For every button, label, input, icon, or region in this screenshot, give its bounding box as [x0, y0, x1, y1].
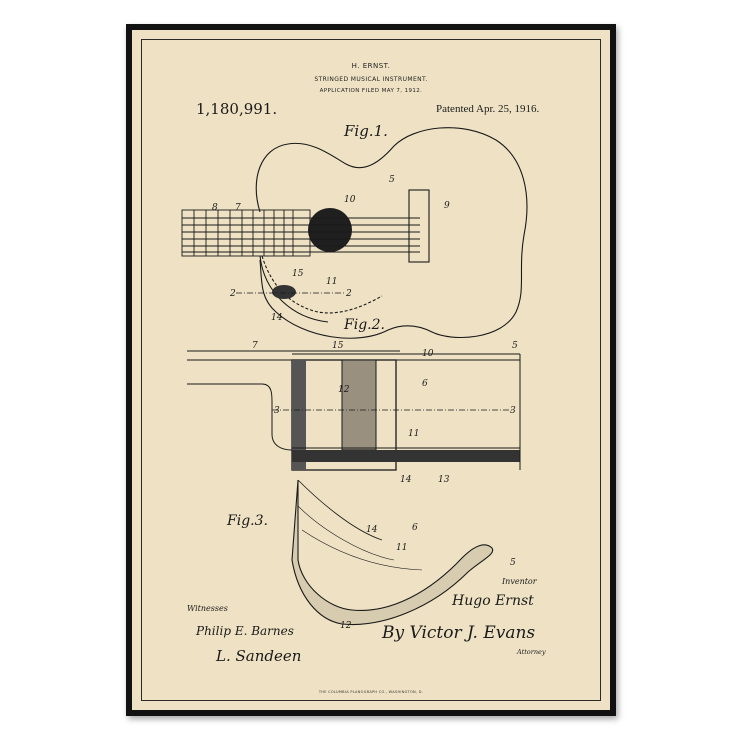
- svg-text:9: 9: [444, 201, 450, 211]
- fig2-refs: 7 15 10 5 6 12 3 3 11 14 13: [252, 341, 518, 485]
- filing-date: APPLICATION FILED MAY 7, 1912.: [319, 88, 423, 94]
- fig2-section: [187, 350, 521, 471]
- fig1-label: Fig.1.: [344, 122, 388, 140]
- fig1-guitar: [255, 127, 528, 339]
- cutaway-edge: [259, 255, 329, 323]
- svg-text:13: 13: [438, 475, 450, 485]
- svg-text:14: 14: [400, 475, 412, 485]
- inventor-label: Inventor: [502, 577, 537, 586]
- pickup-oval: [272, 285, 296, 299]
- fig2-label: Fig.2.: [344, 317, 385, 333]
- bridge: [408, 189, 430, 263]
- printer-credit: THE COLUMBIA PLANOGRAPH CO., WASHINGTON,…: [318, 690, 424, 694]
- svg-text:6: 6: [422, 379, 428, 389]
- witness-signature-1: Philip E. Barnes: [196, 624, 294, 638]
- fig1-refs: 8 7 5 10 9 15 11 2 2 14: [212, 175, 450, 323]
- patent-drawing: 8 7 5 10 9 15 11 2 2 14: [181, 127, 528, 631]
- attorney-label: Attorney: [517, 648, 546, 656]
- patent-date: Patented Apr. 25, 1916.: [436, 103, 540, 115]
- svg-text:5: 5: [389, 175, 395, 185]
- svg-text:11: 11: [396, 543, 407, 553]
- invention-title: STRINGED MUSICAL INSTRUMENT.: [314, 76, 428, 83]
- fig3-refs: 14 6 11 5 12: [340, 523, 516, 631]
- svg-text:6: 6: [412, 523, 418, 533]
- svg-text:11: 11: [326, 277, 337, 287]
- fig3-cutaway: [291, 479, 494, 626]
- svg-text:2: 2: [229, 289, 236, 299]
- inventor-signature: Hugo Ernst: [452, 593, 534, 609]
- svg-text:7: 7: [235, 203, 241, 213]
- svg-text:14: 14: [271, 313, 283, 323]
- patent-number: 1,180,991.: [196, 100, 278, 118]
- svg-text:10: 10: [422, 349, 434, 359]
- fig3-label: Fig.3.: [227, 513, 268, 529]
- svg-text:12: 12: [338, 385, 350, 395]
- soundhole: [308, 208, 352, 252]
- fig1-neck: [181, 209, 420, 257]
- cutaway-inner: [261, 255, 383, 314]
- svg-text:10: 10: [344, 195, 356, 205]
- border-rule: [141, 39, 601, 701]
- svg-text:14: 14: [366, 525, 378, 535]
- svg-text:3: 3: [274, 406, 280, 416]
- svg-text:5: 5: [512, 341, 518, 351]
- svg-text:12: 12: [340, 621, 352, 631]
- fretboard: [181, 209, 311, 257]
- guitar-body-outline: [255, 127, 528, 339]
- svg-text:8: 8: [212, 203, 218, 213]
- svg-text:15: 15: [332, 341, 344, 351]
- svg-text:15: 15: [292, 269, 304, 279]
- poster-frame: H. ERNST. STRINGED MUSICAL INSTRUMENT. A…: [126, 24, 616, 716]
- attorney-signature: By Victor J. Evans: [382, 623, 536, 643]
- patent-sheet: H. ERNST. STRINGED MUSICAL INSTRUMENT. A…: [132, 30, 610, 710]
- svg-text:7: 7: [252, 341, 258, 351]
- svg-text:2: 2: [345, 289, 352, 299]
- svg-text:11: 11: [408, 429, 419, 439]
- inventor-header: H. ERNST.: [351, 62, 391, 70]
- witnesses-label: Witnesses: [187, 604, 228, 613]
- svg-text:3: 3: [510, 406, 516, 416]
- svg-text:5: 5: [510, 558, 516, 568]
- witness-signature-2: L. Sandeen: [216, 647, 302, 665]
